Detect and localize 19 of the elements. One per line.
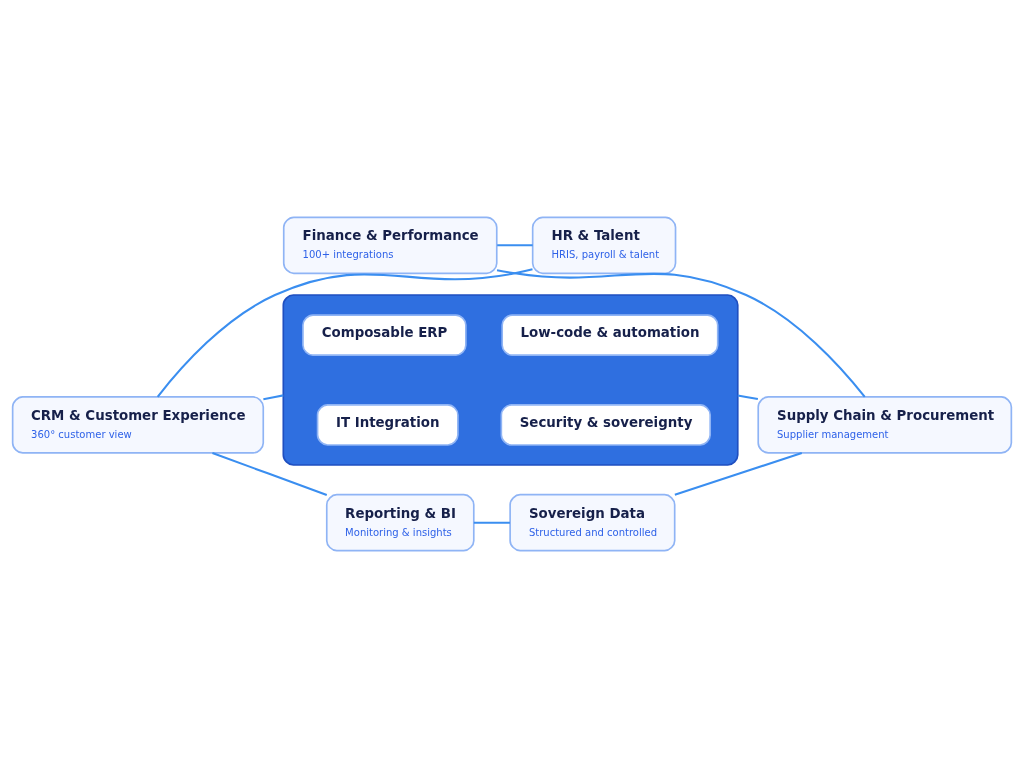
node-box: Low-code & automation: [501, 314, 719, 356]
node-box: Reporting & BI Monitoring & insights: [325, 493, 475, 552]
node-box: IT Integration: [316, 404, 459, 446]
node-box: Supply Chain & Procurement Supplier management: [757, 396, 1013, 454]
node-box: Composable ERP: [302, 314, 467, 356]
cluster: [282, 294, 739, 466]
node-box: Sovereign Data Structured and controlled: [509, 493, 676, 552]
connector: [156, 268, 533, 398]
connector: [737, 394, 759, 401]
node-box: Security & sovereignty: [500, 404, 712, 446]
connector: [674, 452, 803, 496]
connector: [496, 269, 866, 398]
connector: [212, 452, 328, 496]
node-box: HR & Talent HRIS, payroll & talent: [531, 216, 677, 275]
connector: [497, 244, 533, 247]
node-box: CRM & Customer Experience 360° customer view: [11, 396, 265, 454]
connector: [473, 521, 510, 524]
node-box: Finance & Performance 100+ integrations: [282, 216, 498, 275]
connector: [263, 394, 284, 401]
